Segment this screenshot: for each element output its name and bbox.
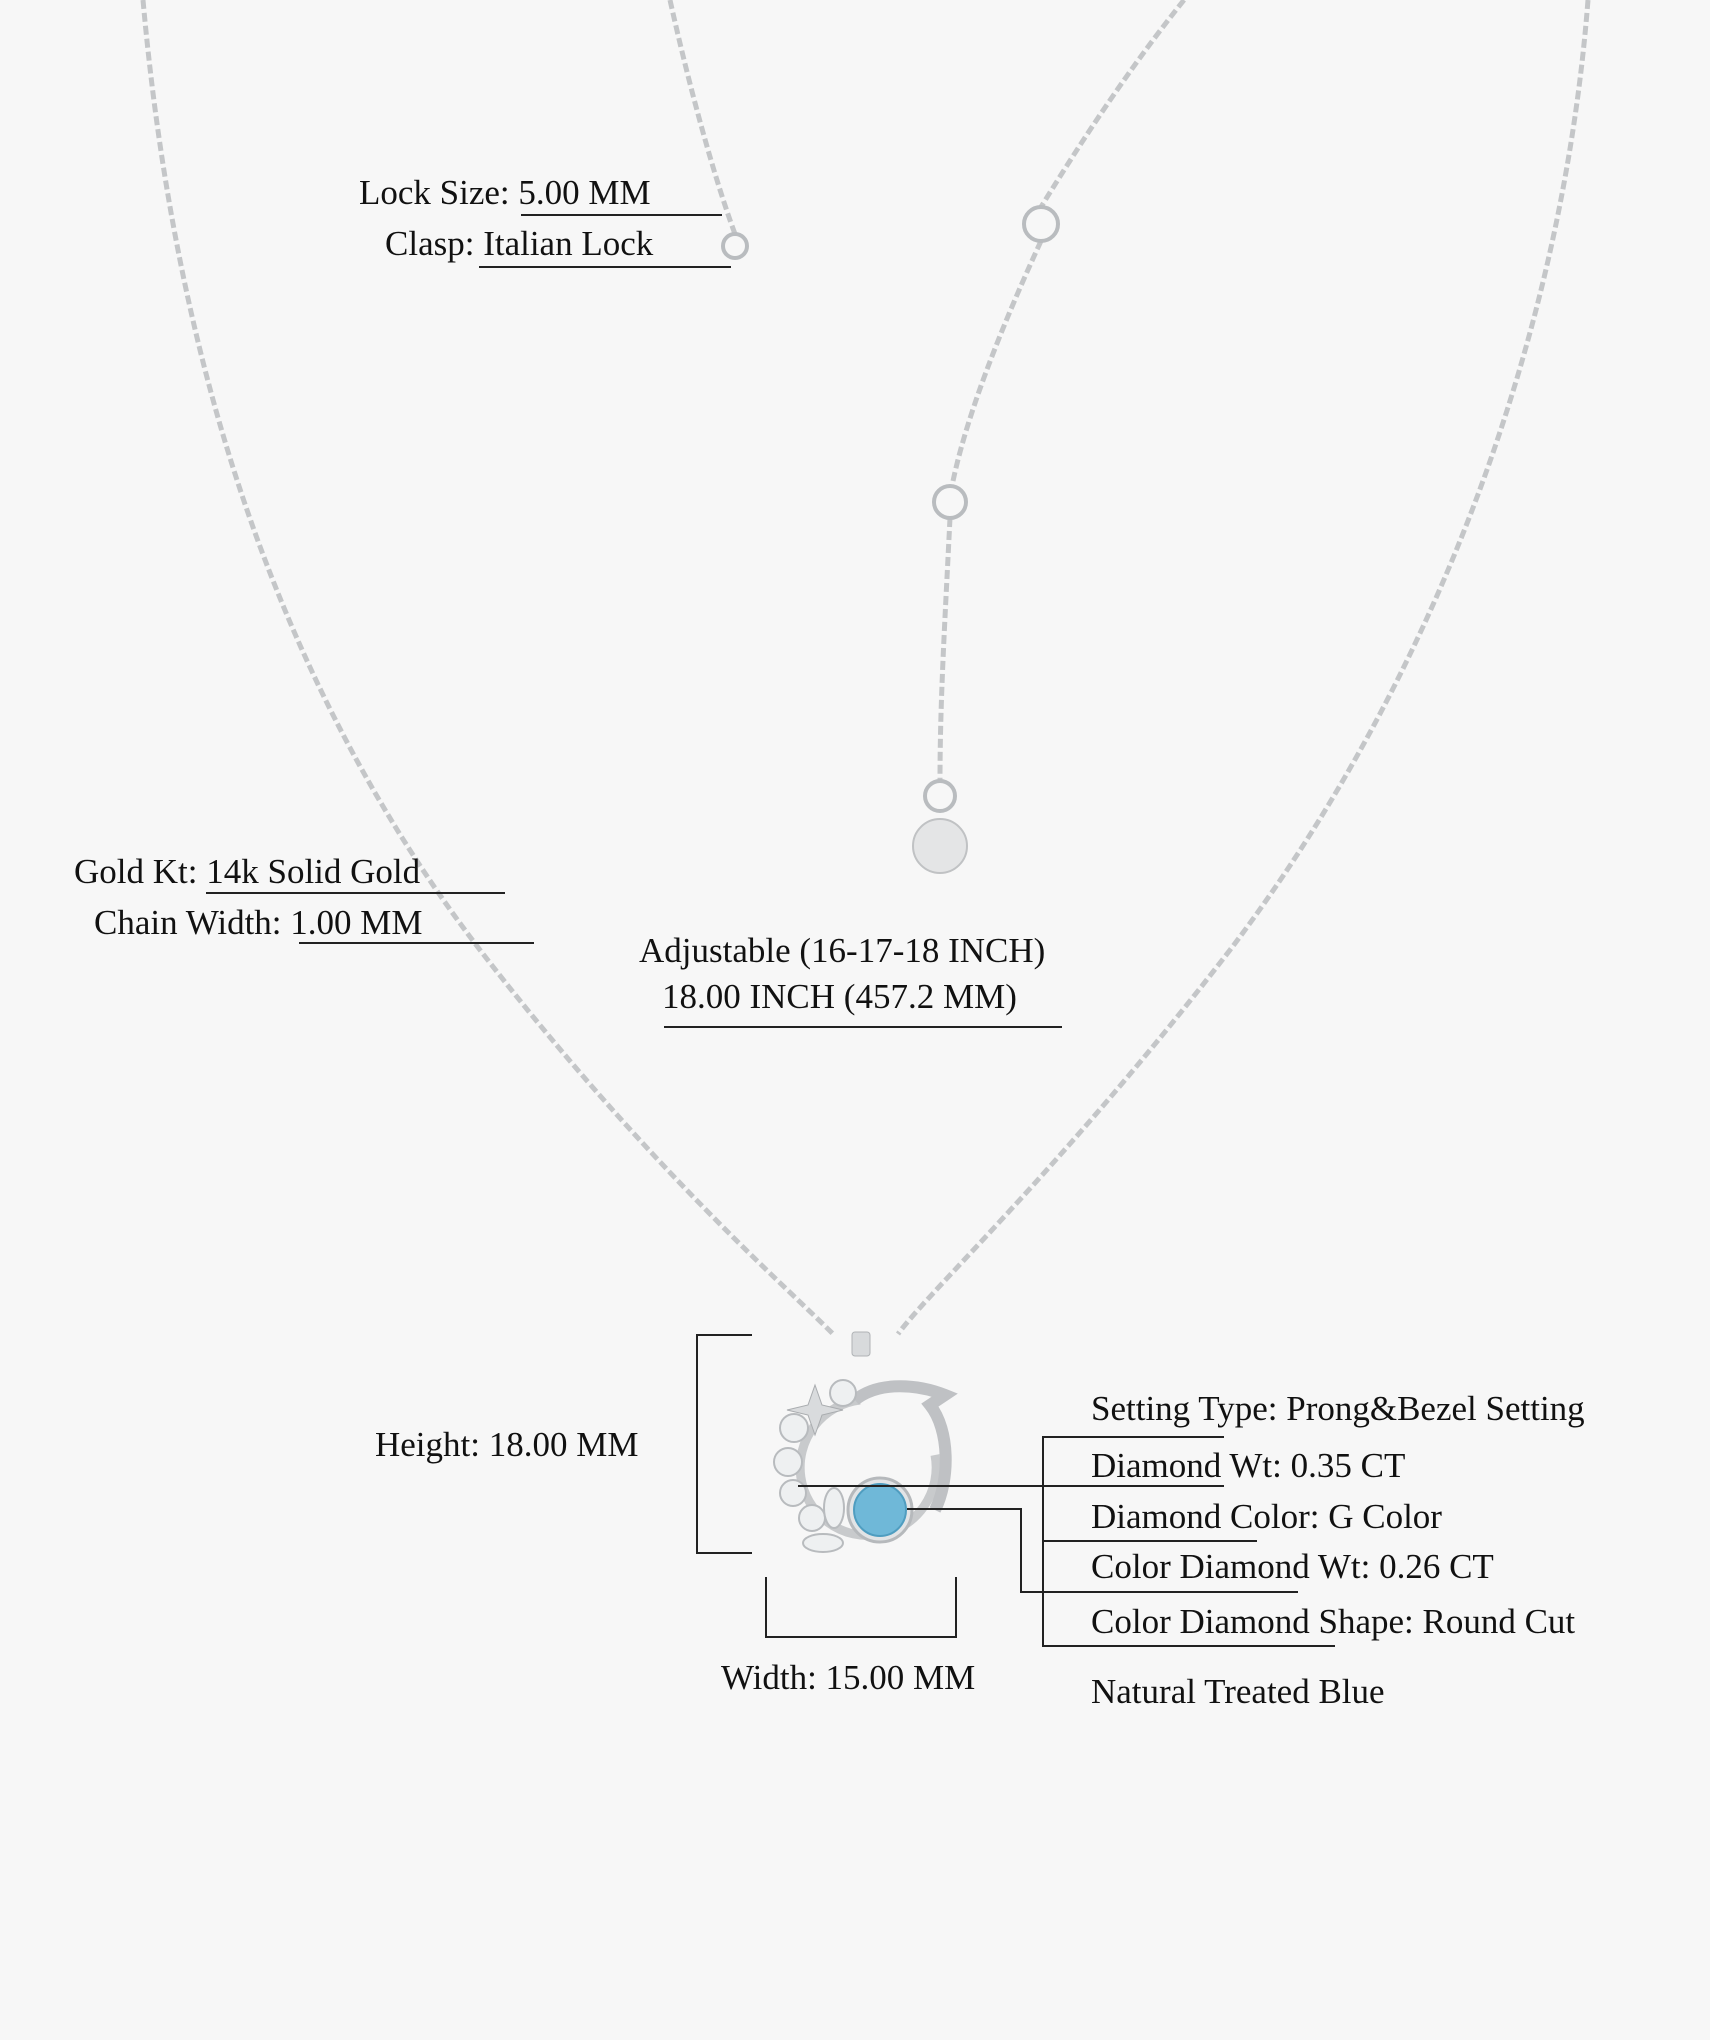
diamond-color-label: Diamond Color: G Color: [1091, 1497, 1442, 1536]
color-diamond-wt-label: Color Diamond Wt: 0.26 CT: [1091, 1547, 1494, 1586]
width-label: Width: 15.00 MM: [721, 1658, 976, 1697]
chain-length-label: 18.00 INCH (457.2 MM): [662, 977, 1017, 1016]
gold-kt-leader: [206, 892, 505, 894]
width-bracket-right: [955, 1577, 957, 1638]
color-diamond-wt-leader: [1020, 1591, 1298, 1593]
treatment-label: Natural Treated Blue: [1091, 1672, 1385, 1711]
lock-size-label: Lock Size: 5.00 MM: [359, 173, 651, 212]
adjustable-length-label: Adjustable (16-17-18 INCH): [639, 931, 1046, 970]
chain: [140, 0, 1591, 1336]
pendant: [773, 1331, 958, 1553]
height-label: Height: 18.00 MM: [375, 1425, 639, 1464]
length-underline: [664, 1026, 1062, 1028]
width-bracket: [765, 1636, 957, 1638]
clasp-leader: [479, 266, 731, 268]
setting-type-leader: [1043, 1436, 1224, 1438]
chain-rings: [721, 205, 1060, 813]
chain-width-leader: [299, 942, 534, 944]
setting-type-label: Setting Type: Prong&Bezel Setting: [1091, 1389, 1585, 1428]
height-bracket-bottom: [696, 1552, 752, 1554]
color-diamond-shape-label: Color Diamond Shape: Round Cut: [1091, 1602, 1576, 1641]
dolphin: [851, 1380, 958, 1513]
blue-gemstone: [853, 1483, 907, 1537]
gem-leader-vertical: [1020, 1508, 1022, 1592]
color-diamond-shape-leader: [1043, 1645, 1335, 1647]
clasp-label: Clasp: Italian Lock: [385, 224, 654, 263]
gold-kt-label: Gold Kt: 14k Solid Gold: [74, 852, 421, 891]
chain-width-label: Chain Width: 1.00 MM: [94, 903, 423, 942]
diamond-wt-leader: [798, 1485, 1224, 1487]
chain-tag-charm: [912, 818, 968, 874]
lock-size-leader: [521, 214, 722, 216]
width-bracket-left: [765, 1577, 767, 1638]
height-bracket: [696, 1334, 698, 1554]
diamond-color-leader: [1043, 1540, 1257, 1542]
gem-leader-horizontal: [907, 1508, 1022, 1510]
diamond-wt-label: Diamond Wt: 0.35 CT: [1091, 1446, 1406, 1485]
height-bracket-top: [696, 1334, 752, 1336]
